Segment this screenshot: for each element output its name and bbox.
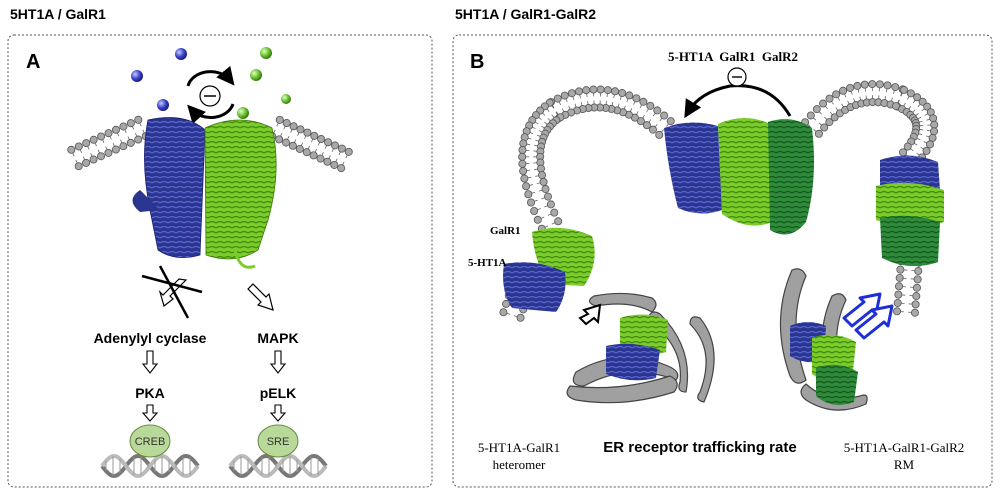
er-receptor-right — [790, 322, 858, 405]
label-rm-line1: 5-HT1A-GalR1-GalR2 — [844, 440, 965, 455]
label-ht1a-b: 5-HT1A — [468, 257, 507, 269]
sre-factor — [257, 424, 299, 458]
creb-factor — [129, 424, 171, 458]
label-galr1-b: GalR1 — [490, 225, 521, 237]
down-arrows-a — [141, 350, 287, 422]
panel-a-frame — [7, 34, 433, 488]
receptor-group-right — [876, 155, 944, 267]
label-sre: SRE — [267, 436, 290, 448]
label-heteromer-line2: heteromer — [493, 457, 546, 472]
galr1-receptor-a — [204, 119, 277, 269]
header-left: 5HT1A / GalR1 — [10, 6, 106, 22]
header-right: 5HT1A / GalR1-GalR2 — [455, 6, 596, 22]
er-receptor-left — [606, 314, 668, 381]
label-mapk: MAPK — [257, 330, 298, 346]
trafficking-arrows-fast — [842, 292, 894, 340]
blocked-arrow-left — [141, 265, 203, 319]
label-receptor-trio: 5-HT1A GalR1 GalR2 — [668, 49, 798, 64]
membrane-a — [67, 115, 353, 173]
panel-b-frame — [452, 34, 993, 488]
dna-helix-left — [100, 453, 200, 479]
label-adenylyl-cyclase: Adenylyl cyclase — [94, 330, 207, 346]
panel-b-letter: B — [470, 51, 484, 73]
arrow-to-mapk — [247, 283, 274, 311]
inhibition-arc-b — [684, 67, 792, 119]
ligand-balls-a — [131, 47, 291, 119]
label-creb: CREB — [135, 436, 166, 448]
label-pelk: pELK — [260, 385, 297, 401]
label-heteromer-line1: 5-HT1A-GalR1 — [478, 440, 560, 455]
dna-helix-right — [228, 453, 328, 479]
label-er-trafficking: ER receptor trafficking rate — [603, 439, 796, 456]
label-rm-line2: RM — [894, 457, 915, 472]
inhibition-cycle-a — [186, 65, 235, 125]
label-pka: PKA — [135, 385, 165, 401]
trafficking-arrow-slow — [578, 303, 602, 326]
ht1a-receptor-a — [132, 117, 206, 258]
panel-a-letter: A — [26, 51, 40, 73]
receptor-trimer-top — [664, 118, 814, 235]
receptor-pair-left — [503, 227, 595, 312]
membrane-b — [499, 80, 939, 322]
